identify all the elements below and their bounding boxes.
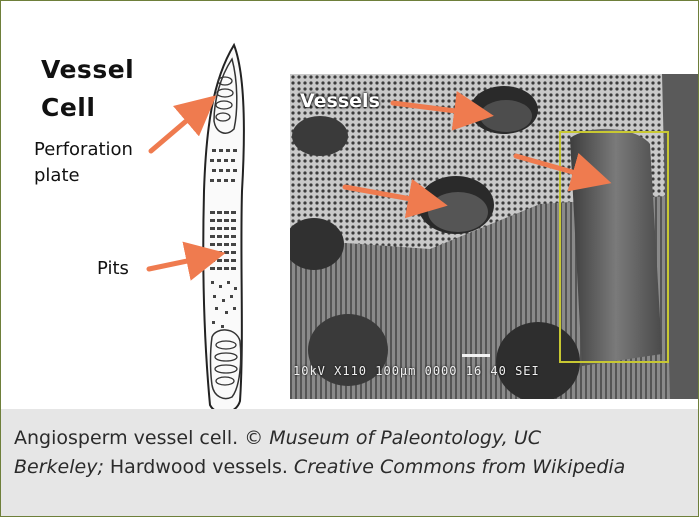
vessel-cell-drawing [186, 41, 266, 421]
caption-line2-source: Creative Commons from Wikipedia [294, 456, 625, 478]
figure-caption: Angiosperm vessel cell. © Museum of Pale… [14, 424, 698, 482]
vessels-label: Vessels [300, 90, 380, 112]
caption-line2-credit: Berkeley; [14, 456, 104, 478]
pits-label: Pits [97, 257, 129, 281]
sem-micrograph-image [290, 74, 698, 399]
perforation-plate-label-line2: plate [34, 164, 80, 188]
figure-illustration-area: Vessel Cell Perforation plate Pits [1, 1, 698, 409]
diagram-title-line2: Cell [41, 93, 95, 123]
caption-line1-credit: Museum of Paleontology, UC [269, 427, 541, 449]
caption-bar: Angiosperm vessel cell. © Museum of Pale… [1, 409, 698, 516]
sem-scale-readout: 10kV X110 100µm 0000 16 40 SEI [293, 364, 540, 378]
diagram-title-line1: Vessel [41, 55, 134, 85]
sem-micrograph: Vessels 10kV X110 100µm 0000 16 40 SEI [290, 74, 698, 399]
vessel-cell-illustration [186, 41, 266, 421]
caption-line2-plain: Hardwood vessels. [104, 456, 294, 478]
perforation-plate-label-line1: Perforation [34, 138, 133, 162]
caption-line1-plain: Angiosperm vessel cell. © [14, 427, 269, 449]
